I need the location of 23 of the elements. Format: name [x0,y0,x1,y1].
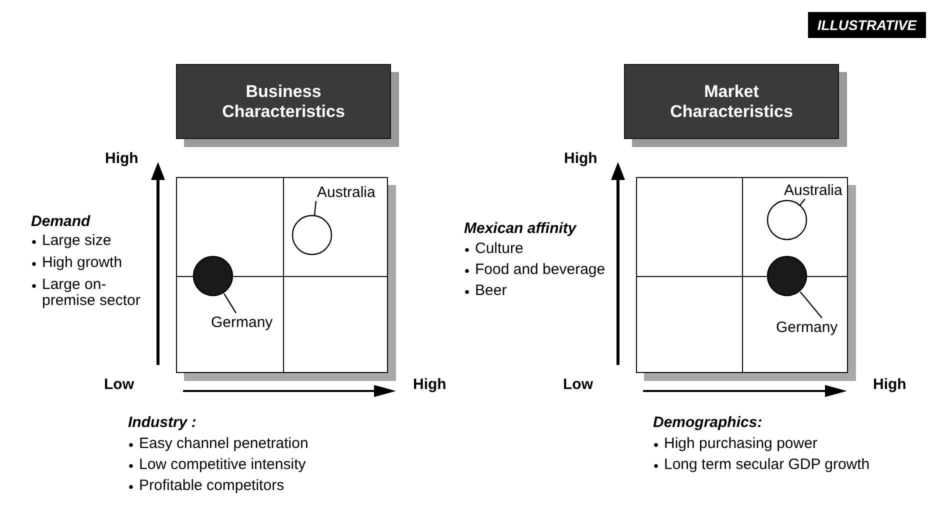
axis-label: Low [563,376,593,394]
leader-line [314,200,317,216]
country-label: Australia [784,182,842,200]
axis-label: High [413,376,446,394]
axis-label: High [564,150,598,168]
open-circle [292,215,332,255]
list-heading: Mexican affinity [464,220,576,238]
illustrative-badge: ILLUSTRATIVE [808,12,926,38]
leader-line [800,292,822,318]
list-heading: Demand [31,213,90,231]
leader-line [800,198,806,206]
open-circle [767,200,807,240]
axis-label: High [105,150,138,168]
leader-line [223,293,237,314]
axis-label: Low [104,376,134,394]
axis-label: High [873,376,906,394]
filled-circle [193,256,233,296]
country-label: Germany [211,314,273,332]
filled-circle [767,256,807,296]
country-label: Australia [317,184,376,202]
list-heading: Industry : [128,414,196,432]
country-label: Germany [776,319,838,337]
list-heading: Demographics: [653,414,762,432]
